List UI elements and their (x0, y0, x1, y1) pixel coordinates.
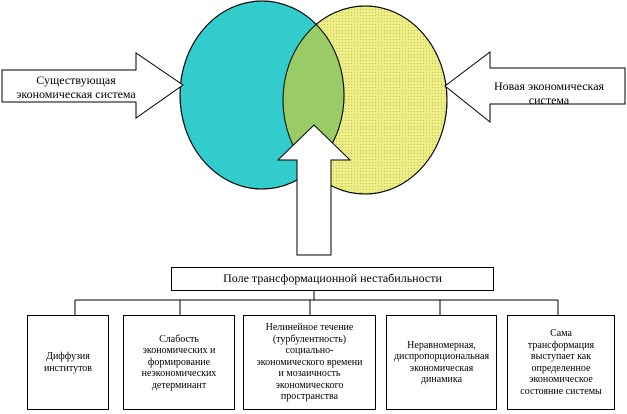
factor-label-2: Слабость экономических и формирование не… (141, 333, 217, 391)
factor-box-1: Диффузия институтов (27, 315, 109, 410)
instability-field-box: Поле трансформационной нестабильности (171, 267, 494, 291)
right-arrow (444, 50, 626, 124)
new-system-label: Новая экономическая система (493, 79, 605, 107)
factor-label-3: Нелинейное течение (турбулентность) соци… (256, 322, 363, 403)
factor-label-5: Сама трансформация выступает как определ… (520, 328, 602, 397)
factor-box-3: Нелинейное течение (турбулентность) соци… (243, 315, 376, 410)
instability-field-label: Поле трансформационной нестабильности (223, 271, 442, 286)
existing-system-label: Существующая экономическая система (16, 73, 136, 101)
factor-box-5: Сама трансформация выступает как определ… (507, 315, 615, 410)
factor-box-2: Слабость экономических и формирование не… (123, 315, 235, 410)
factor-label-4: Неравномерная, диспропорциональная эконо… (393, 339, 490, 386)
connector-lines (74, 290, 559, 316)
left-arrow (1, 52, 184, 119)
up-arrow (276, 124, 352, 256)
factor-box-4: Неравномерная, диспропорциональная эконо… (386, 315, 497, 410)
factor-label-1: Диффузия институтов (43, 351, 93, 374)
